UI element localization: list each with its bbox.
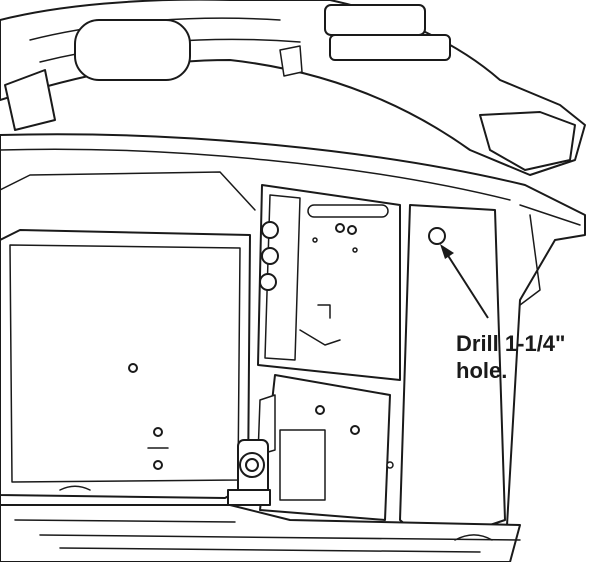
- control-board-bracket: [257, 184, 401, 381]
- top-arch-housing: [0, 0, 586, 176]
- screw-head: [153, 460, 163, 470]
- callout-line-1: Drill 1-1/4": [456, 331, 566, 356]
- screw-head: [128, 363, 138, 373]
- left-side-panel: [0, 171, 256, 499]
- leader-arrow: [440, 244, 489, 319]
- drill-hole: [428, 227, 446, 245]
- base-frame: [0, 485, 521, 562]
- screw-head: [153, 427, 163, 437]
- drill-hole-callout: Drill 1-1/4" hole.: [456, 330, 565, 384]
- drive-assembly: [227, 439, 271, 506]
- callout-line-2: hole.: [456, 358, 508, 383]
- motor-box: [257, 374, 394, 521]
